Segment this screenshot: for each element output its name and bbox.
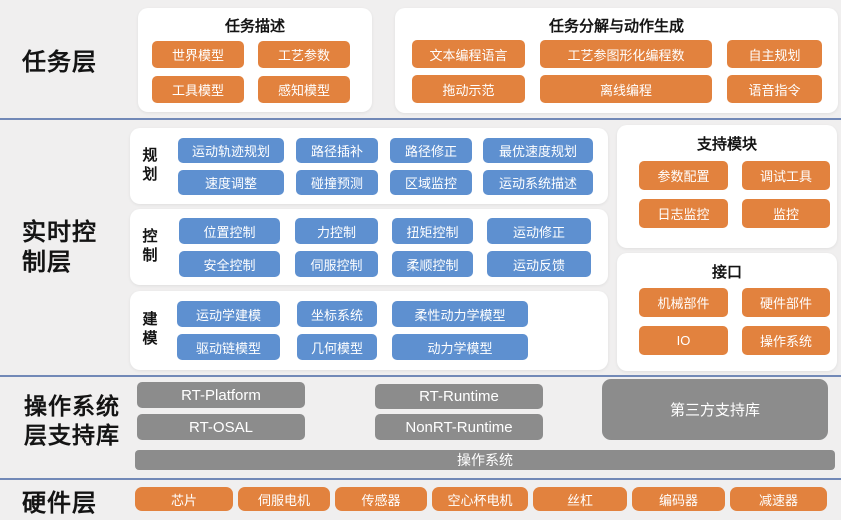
node-operating-system-interface: 操作系统 bbox=[742, 326, 830, 355]
node-collision-prediction: 碰撞预测 bbox=[296, 170, 378, 195]
node-log-monitoring: 日志监控 bbox=[639, 199, 728, 228]
node-optimal-velocity-planning: 最优速度规划 bbox=[483, 138, 593, 163]
layer-label-realtime-control: 实时控制层 bbox=[22, 219, 97, 276]
node-process-parameters: 工艺参数 bbox=[258, 41, 350, 68]
node-speed-adjustment: 速度调整 bbox=[178, 170, 284, 195]
panel-title-interface: 接口 bbox=[711, 264, 742, 281]
node-dynamics-model: 动力学模型 bbox=[392, 334, 528, 360]
node-drive-chain-model: 驱动链模型 bbox=[177, 334, 280, 360]
node-autonomous-planning: 自主规划 bbox=[727, 40, 822, 68]
node-rt-osal: RT-OSAL bbox=[137, 414, 305, 440]
node-coordinate-system: 坐标系统 bbox=[297, 301, 377, 327]
node-torque-control: 扭矩控制 bbox=[392, 218, 473, 244]
panel-title-support-modules: 支持模块 bbox=[696, 136, 757, 153]
group-label-planning: 规划 bbox=[142, 147, 158, 183]
group-label-control: 控制 bbox=[142, 228, 158, 264]
divider-line bbox=[0, 478, 841, 480]
node-voice-command: 语音指令 bbox=[727, 75, 822, 103]
node-motion-feedback: 运动反馈 bbox=[487, 251, 591, 277]
node-path-interpolation: 路径插补 bbox=[296, 138, 378, 163]
node-servo-control: 伺服控制 bbox=[295, 251, 378, 277]
node-rt-platform: RT-Platform bbox=[137, 382, 305, 408]
group-label-modeling: 建模 bbox=[142, 311, 158, 347]
node-third-party-library: 第三方支持库 bbox=[602, 379, 828, 440]
node-text-programming-language: 文本编程语言 bbox=[412, 40, 525, 68]
node-hardware-parts: 硬件部件 bbox=[742, 288, 830, 317]
layer-label-hardware: 硬件层 bbox=[22, 490, 97, 517]
node-motion-system-description: 运动系统描述 bbox=[483, 170, 593, 195]
node-geometric-model: 几何模型 bbox=[297, 334, 377, 360]
node-lead-screw: 丝杠 bbox=[533, 487, 627, 511]
node-safety-control: 安全控制 bbox=[179, 251, 280, 277]
node-io: IO bbox=[639, 326, 728, 355]
node-drag-teaching: 拖动示范 bbox=[412, 75, 525, 103]
node-compliance-control: 柔顺控制 bbox=[392, 251, 473, 277]
node-operating-system-bar: 操作系统 bbox=[135, 450, 835, 470]
node-monitoring: 监控 bbox=[742, 199, 830, 228]
node-chip: 芯片 bbox=[135, 487, 233, 511]
node-debug-tools: 调试工具 bbox=[742, 161, 830, 190]
node-encoder: 编码器 bbox=[632, 487, 725, 511]
node-coreless-motor: 空心杯电机 bbox=[432, 487, 528, 511]
node-rt-runtime: RT-Runtime bbox=[375, 384, 543, 409]
node-motion-correction: 运动修正 bbox=[487, 218, 591, 244]
node-tool-model: 工具模型 bbox=[152, 76, 244, 103]
node-reducer: 减速器 bbox=[730, 487, 827, 511]
node-graphical-programming: 工艺参图形化编程数 bbox=[540, 40, 712, 68]
node-parameter-config: 参数配置 bbox=[639, 161, 728, 190]
divider-line bbox=[0, 375, 841, 377]
panel-title-task-description: 任务描述 bbox=[224, 18, 285, 35]
node-servo-motor: 伺服电机 bbox=[238, 487, 330, 511]
node-position-control: 位置控制 bbox=[179, 218, 280, 244]
node-mechanical-parts: 机械部件 bbox=[639, 288, 728, 317]
node-zone-monitoring: 区域监控 bbox=[390, 170, 472, 195]
node-path-correction: 路径修正 bbox=[390, 138, 472, 163]
layer-label-task: 任务层 bbox=[22, 49, 97, 76]
panel-title-task-decomposition: 任务分解与动作生成 bbox=[548, 18, 684, 35]
node-nonrt-runtime: NonRT-Runtime bbox=[375, 414, 543, 440]
divider-line bbox=[0, 118, 841, 120]
node-flexible-dynamics-model: 柔性动力学模型 bbox=[392, 301, 528, 327]
layer-label-os-support: 操作系统层支持库 bbox=[24, 393, 120, 448]
node-kinematics-modeling: 运动学建模 bbox=[177, 301, 280, 327]
node-offline-programming: 离线编程 bbox=[540, 75, 712, 103]
node-force-control: 力控制 bbox=[295, 218, 378, 244]
node-motion-trajectory-planning: 运动轨迹规划 bbox=[178, 138, 284, 163]
node-perception-model: 感知模型 bbox=[258, 76, 350, 103]
node-world-model: 世界模型 bbox=[152, 41, 244, 68]
node-sensor: 传感器 bbox=[335, 487, 427, 511]
